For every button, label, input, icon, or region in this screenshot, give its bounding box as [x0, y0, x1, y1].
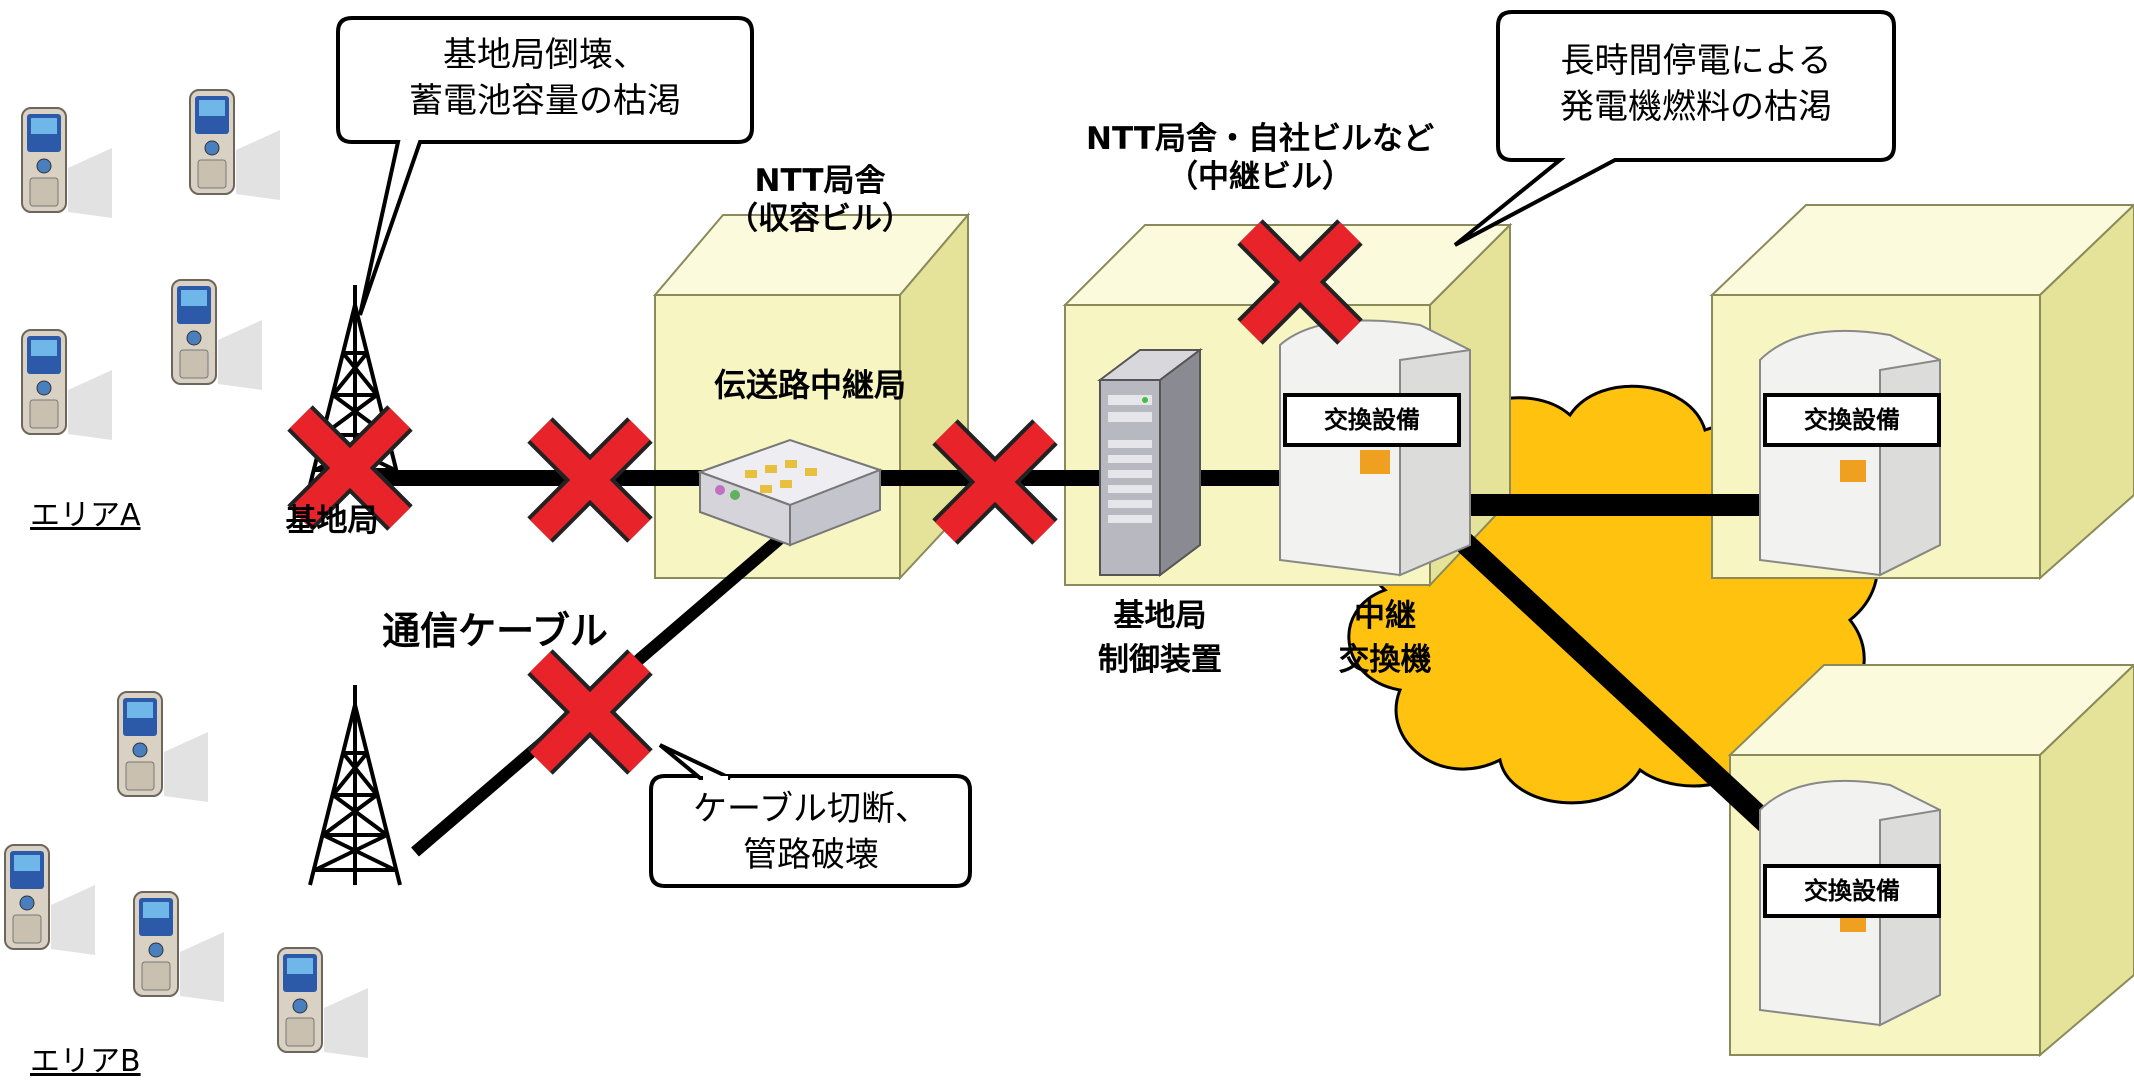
- relay-switch-label: 中継 交換機: [1315, 594, 1455, 682]
- callout-base-station: [336, 16, 754, 316]
- callout-line: 蓄電池容量の枯渇: [409, 81, 681, 121]
- callout-line: 管路破壊: [743, 835, 879, 875]
- relay-switch-unit: [1279, 319, 1471, 577]
- building-label-line: （収容ビル）: [727, 201, 913, 237]
- transmission-relay-device: [697, 438, 883, 547]
- relay-switch-label-line: 中継: [1354, 598, 1416, 634]
- mobile-phone-icon: [21, 107, 113, 219]
- bsc-label-line: 基地局: [1113, 598, 1207, 634]
- building-label-line: NTT局舎・自社ビルなど: [1086, 121, 1434, 157]
- comm-cable-label: 通信ケーブル: [382, 609, 608, 653]
- mobile-phone-icon: [4, 844, 96, 956]
- remote-switch-unit-1: [1759, 329, 1941, 577]
- area-b-label: エリアB: [30, 1044, 141, 1079]
- building-label-line: NTT局舎: [754, 163, 886, 199]
- mobile-phone-icon: [117, 691, 209, 803]
- base-station-controller-server: [1097, 348, 1203, 577]
- callout-line: 長時間停電による: [1560, 41, 1832, 81]
- callout-cable: [649, 743, 972, 888]
- relay-switch-label-line: 交換機: [1338, 642, 1432, 678]
- building-label-line: （中継ビル）: [1167, 159, 1353, 195]
- area-a-label: エリアA: [30, 498, 141, 533]
- relay-building-label: NTT局舎・自社ビルなど （中継ビル）: [1060, 120, 1460, 196]
- switch-equipment-label: 交換設備: [1763, 864, 1941, 918]
- accommodation-building-label: NTT局舎 （収容ビル）: [690, 162, 950, 238]
- base-station-tower-icon: [308, 683, 402, 887]
- bsc-label: 基地局 制御装置: [1085, 594, 1235, 682]
- mobile-phone-icon: [277, 947, 369, 1059]
- switch-equipment-label: 交換設備: [1283, 393, 1461, 447]
- mobile-phone-icon: [171, 279, 263, 391]
- mobile-phone-icon: [133, 891, 225, 1003]
- base-station-label: 基地局: [285, 503, 379, 539]
- callout-base-station-text: 基地局倒壊、 蓄電池容量の枯渇: [340, 32, 750, 124]
- callout-power-outage-text: 長時間停電による 発電機燃料の枯渇: [1500, 38, 1892, 130]
- callout-cable-text: ケーブル切断、 管路破壊: [653, 786, 969, 878]
- transmission-relay-label: 伝送路中継局: [713, 366, 906, 404]
- mobile-phone-icon: [21, 329, 113, 441]
- bsc-label-line: 制御装置: [1098, 642, 1222, 678]
- mobile-phone-icon: [189, 89, 281, 201]
- callout-line: 発電機燃料の枯渇: [1560, 87, 1832, 127]
- callout-line: ケーブル切断、: [693, 789, 929, 829]
- callout-line: 基地局倒壊、: [443, 35, 647, 75]
- callout-power-outage: [1453, 10, 1896, 247]
- switch-equipment-label: 交換設備: [1763, 393, 1941, 447]
- failure-x-icon: [540, 662, 640, 762]
